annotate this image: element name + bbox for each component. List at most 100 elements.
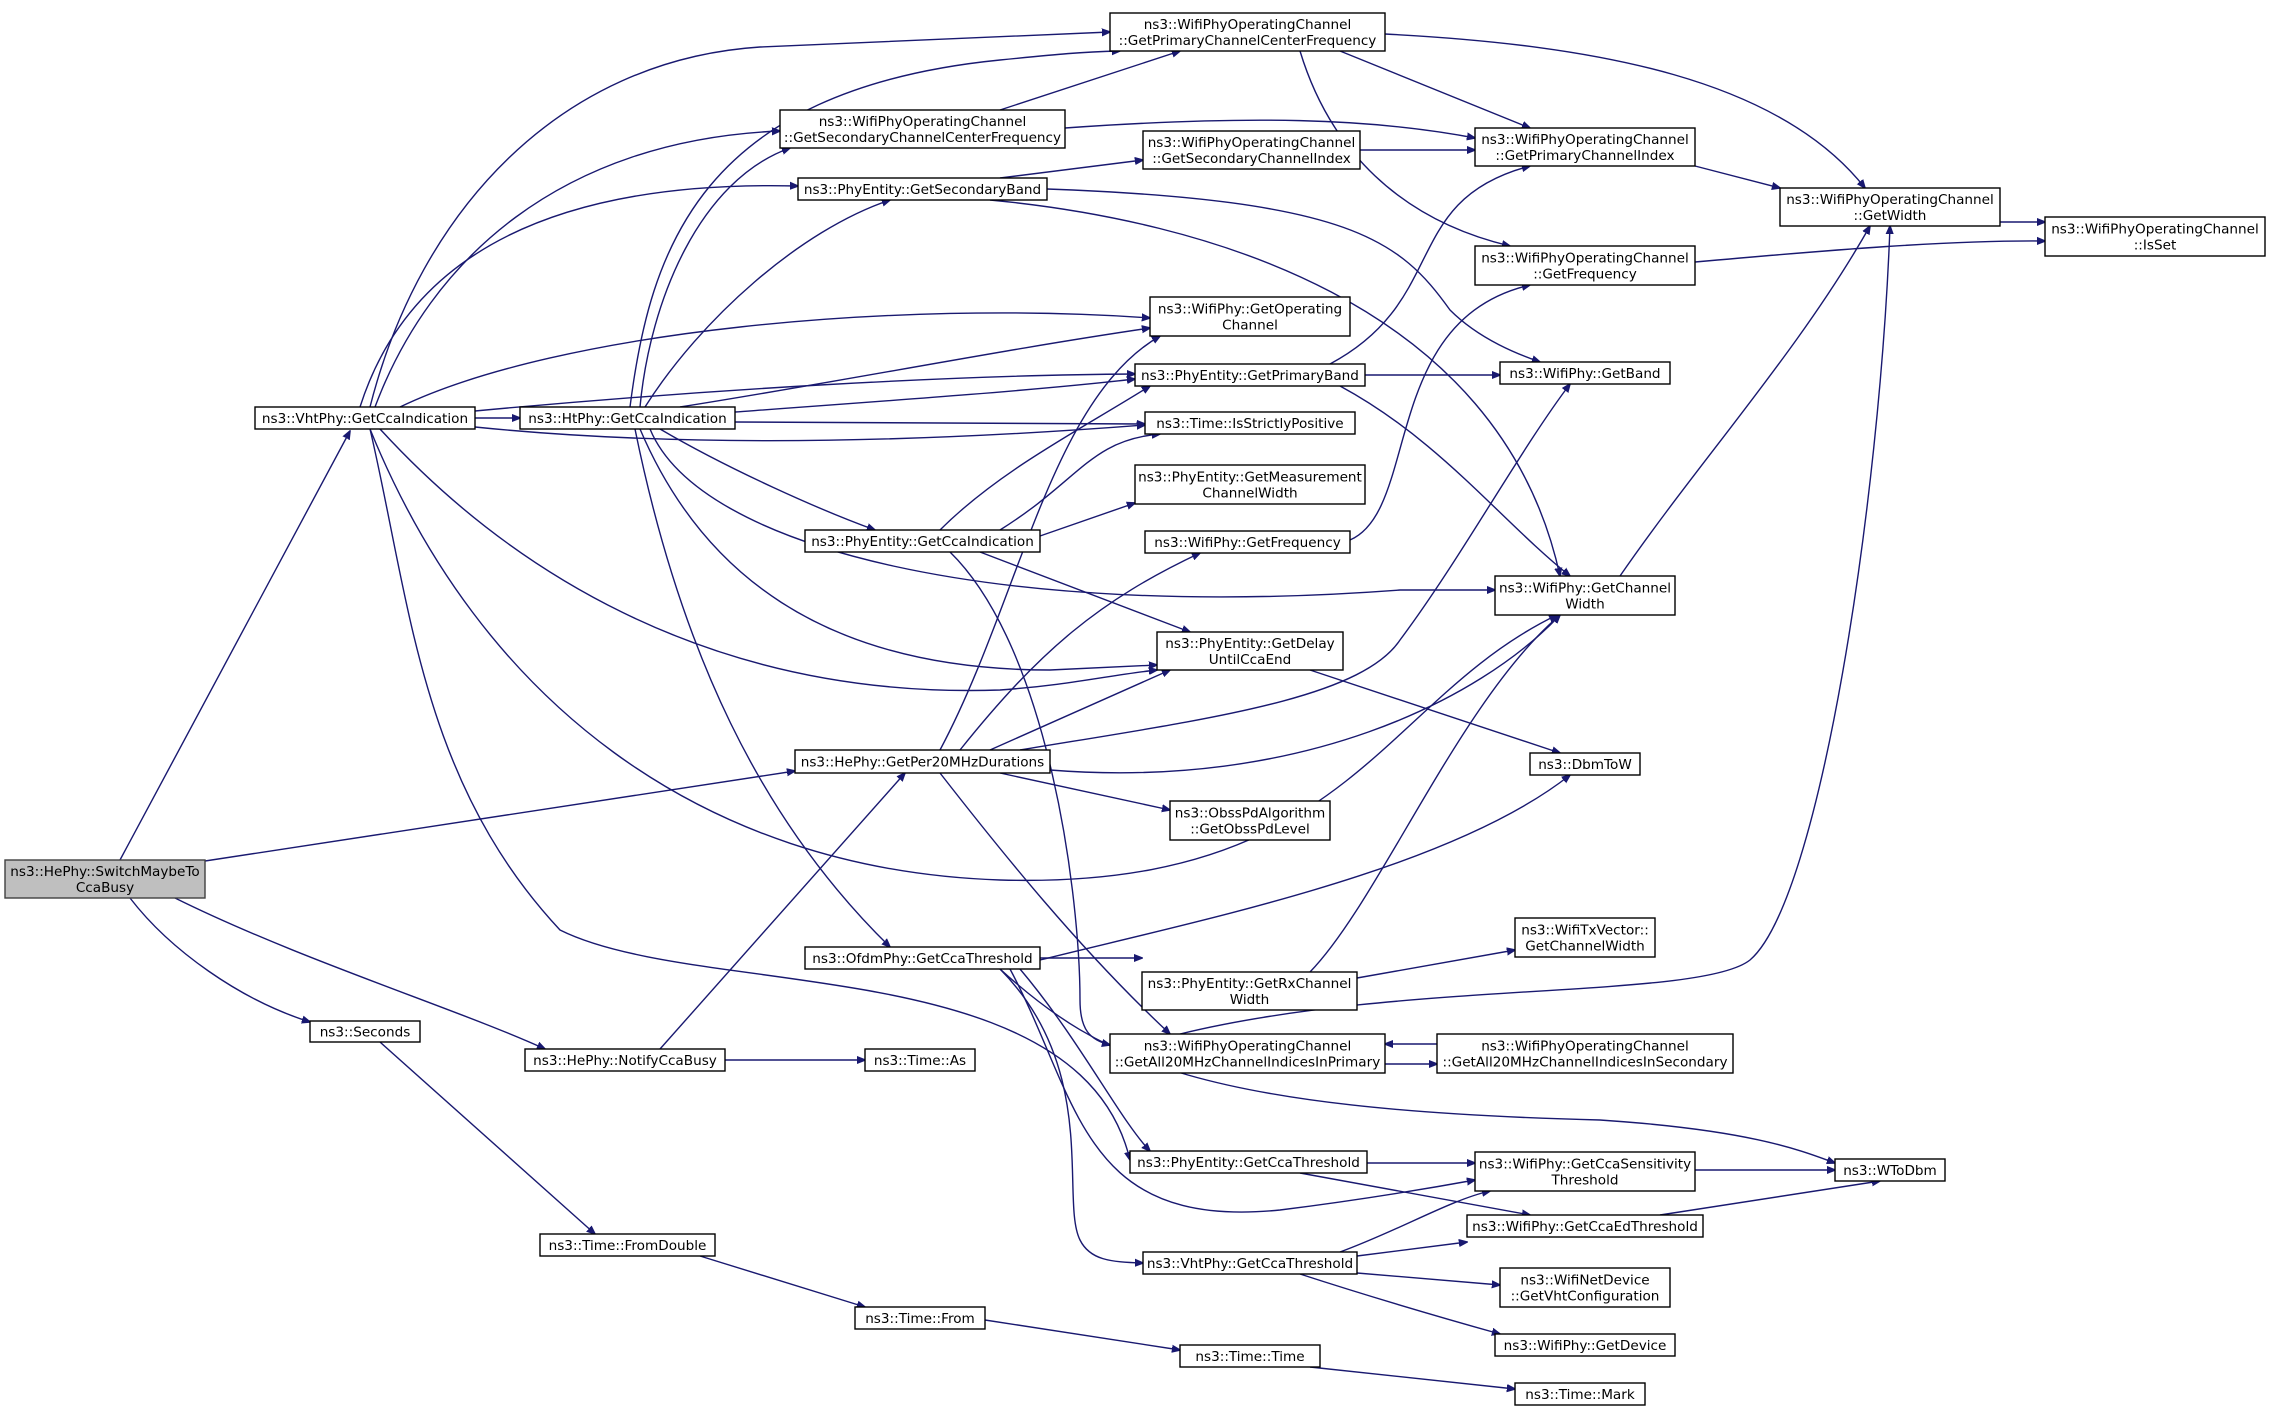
- node-box: [1144, 530, 1351, 554]
- node-timeas[interactable]: ns3::Time::As: [864, 1048, 976, 1072]
- node-getdev[interactable]: ns3::WifiPhy::GetDevice: [1494, 1333, 1676, 1357]
- node-vhtgetcca[interactable]: ns3::VhtPhy::GetCcaIndication: [254, 406, 476, 430]
- node-box: [1474, 245, 1696, 286]
- node-label: ns3::PhyEntity::GetPrimaryBand: [1141, 368, 1359, 384]
- node-box: [524, 1048, 726, 1072]
- node-box: [804, 946, 1041, 970]
- edge-seccenter-to-primcenter: [999, 51, 1180, 111]
- edge-delaycca-to-dbmtow: [1309, 669, 1560, 753]
- node-label: ns3::WifiPhyOperatingChannel: [1144, 1039, 1352, 1055]
- edge-pegetcca-to-measwidth: [1039, 503, 1135, 537]
- node-timefrom[interactable]: ns3::Time::From: [854, 1306, 986, 1330]
- node-getper20[interactable]: ns3::HePhy::GetPer20MHzDurations: [794, 749, 1051, 774]
- node-label: ns3::WifiPhyOperatingChannel: [1144, 17, 1352, 33]
- edge-htgetcca-to-strictpos: [734, 422, 1145, 424]
- edge-getper20-to-chwidth: [1049, 615, 1560, 774]
- node-notifycca[interactable]: ns3::HePhy::NotifyCcaBusy: [524, 1048, 726, 1072]
- edge-primcenter-to-primidx: [1339, 50, 1530, 128]
- node-label: ::GetWidth: [1854, 208, 1927, 224]
- edge-rxwidth-to-txvwidth: [1356, 950, 1515, 979]
- node-label: ns3::VhtPhy::GetCcaThreshold: [1147, 1256, 1353, 1272]
- node-chwidth[interactable]: ns3::WifiPhy::GetChannelWidth: [1494, 575, 1676, 616]
- node-strictpos[interactable]: ns3::Time::IsStrictlyPositive: [1144, 411, 1356, 435]
- node-ccaed[interactable]: ns3::WifiPhy::GetCcaEdThreshold: [1466, 1214, 1704, 1238]
- node-label: ::GetPrimaryChannelCenterFrequency: [1119, 33, 1377, 49]
- node-box: [1149, 296, 1351, 337]
- node-all20sec[interactable]: ns3::WifiPhyOperatingChannel::GetAll20MH…: [1436, 1033, 1734, 1074]
- node-pegetcca[interactable]: ns3::PhyEntity::GetCcaIndication: [804, 529, 1041, 553]
- node-box: [1779, 187, 2001, 227]
- node-pethr[interactable]: ns3::PhyEntity::GetCcaThreshold: [1129, 1150, 1368, 1174]
- edge-ofdmthr-to-vhtthr: [999, 968, 1143, 1263]
- node-label: ns3::PhyEntity::GetRxChannel: [1148, 976, 1352, 992]
- edge-vhtgetcca-to-strictpos: [474, 425, 1145, 442]
- edge-wpfreq-to-ocfreq: [1349, 285, 1530, 541]
- node-timemark[interactable]: ns3::Time::Mark: [1514, 1382, 1646, 1406]
- node-box: [1169, 800, 1331, 841]
- node-box: [1144, 411, 1356, 435]
- node-htgetcca[interactable]: ns3::HtPhy::GetCcaIndication: [519, 406, 736, 430]
- node-secidx[interactable]: ns3::WifiPhyOperatingChannel::GetSeconda…: [1142, 130, 1361, 170]
- edge-pethr-to-ccaed: [1299, 1172, 1530, 1215]
- node-label: ns3::Time::As: [874, 1053, 966, 1069]
- node-fromdouble[interactable]: ns3::Time::FromDouble: [539, 1233, 716, 1257]
- node-primband[interactable]: ns3::PhyEntity::GetPrimaryBand: [1134, 363, 1366, 387]
- node-label: ns3::WifiPhy::GetCcaSensitivity: [1479, 1157, 1691, 1173]
- node-label: ::IsSet: [2134, 238, 2177, 254]
- node-box: [1474, 127, 1696, 167]
- node-measwidth[interactable]: ns3::PhyEntity::GetMeasurementChannelWid…: [1134, 464, 1366, 505]
- node-box: [1142, 1251, 1358, 1275]
- edge-ofdmthr-to-pethr: [1019, 968, 1150, 1151]
- edge-vhtgetcca-to-secband: [359, 186, 798, 408]
- node-timetime[interactable]: ns3::Time::Time: [1179, 1344, 1321, 1368]
- edge-primcenter-to-ocwidth: [1384, 33, 1865, 188]
- node-label: ns3::OfdmPhy::GetCcaThreshold: [812, 951, 1032, 967]
- node-txvwidth[interactable]: ns3::WifiTxVector::GetChannelWidth: [1514, 917, 1656, 958]
- node-label: ns3::PhyEntity::GetCcaIndication: [811, 534, 1034, 550]
- node-vhtthr[interactable]: ns3::VhtPhy::GetCcaThreshold: [1142, 1251, 1358, 1275]
- edge-pegetcca-to-all20prim: [949, 551, 1110, 1045]
- node-box: [1494, 1333, 1676, 1357]
- node-label: ns3::Time::Mark: [1525, 1387, 1635, 1403]
- node-ocwidth[interactable]: ns3::WifiPhyOperatingChannel::GetWidth: [1779, 187, 2001, 227]
- node-label: ns3::DbmToW: [1538, 757, 1632, 773]
- node-seccenter[interactable]: ns3::WifiPhyOperatingChannel::GetSeconda…: [779, 109, 1066, 149]
- node-secband[interactable]: ns3::PhyEntity::GetSecondaryBand: [797, 177, 1048, 201]
- node-box: [1474, 1151, 1696, 1192]
- node-wtodbm[interactable]: ns3::WToDbm: [1834, 1158, 1946, 1182]
- edge-vhtgetcca-to-delaycca: [379, 428, 1157, 692]
- node-seconds[interactable]: ns3::Seconds: [309, 1020, 421, 1043]
- node-vhtcfg[interactable]: ns3::WifiNetDevice::GetVhtConfiguration: [1499, 1267, 1671, 1308]
- node-box: [1156, 631, 1344, 671]
- node-dbmtow[interactable]: ns3::DbmToW: [1529, 752, 1641, 776]
- edge-htgetcca-to-delaycca: [639, 428, 1157, 671]
- edge-layer: [119, 32, 2045, 1389]
- node-all20prim[interactable]: ns3::WifiPhyOperatingChannel::GetAll20MH…: [1109, 1033, 1386, 1074]
- node-ocfreq[interactable]: ns3::WifiPhyOperatingChannel::GetFrequen…: [1474, 245, 1696, 286]
- edge-seconds-to-fromdouble: [379, 1041, 595, 1234]
- edge-secband-to-secidx: [999, 160, 1143, 179]
- node-getband[interactable]: ns3::WifiPhy::GetBand: [1499, 361, 1671, 385]
- node-box: [519, 406, 736, 430]
- edge-vhtthr-to-vhtcfg: [1356, 1272, 1500, 1285]
- node-isset[interactable]: ns3::WifiPhyOperatingChannel::IsSet: [2044, 216, 2266, 257]
- node-wpfreq[interactable]: ns3::WifiPhy::GetFrequency: [1144, 530, 1351, 554]
- node-primcenter[interactable]: ns3::WifiPhyOperatingChannel::GetPrimary…: [1109, 12, 1386, 52]
- edge-vhtgetcca-to-getopch: [399, 312, 1150, 408]
- node-obsspd[interactable]: ns3::ObssPdAlgorithm::GetObssPdLevel: [1169, 800, 1331, 841]
- node-label: ns3::WToDbm: [1843, 1163, 1937, 1179]
- node-ofdmthr[interactable]: ns3::OfdmPhy::GetCcaThreshold: [804, 946, 1041, 970]
- node-box: [797, 177, 1048, 201]
- node-box: [779, 109, 1066, 149]
- edge-getper20-to-getband: [1019, 384, 1570, 751]
- node-box: [539, 1233, 716, 1257]
- edge-htgetcca-to-seccenter: [639, 148, 790, 408]
- edge-ccaed-to-wtodbm: [1659, 1181, 1880, 1216]
- node-primidx[interactable]: ns3::WifiPhyOperatingChannel::GetPrimary…: [1474, 127, 1696, 167]
